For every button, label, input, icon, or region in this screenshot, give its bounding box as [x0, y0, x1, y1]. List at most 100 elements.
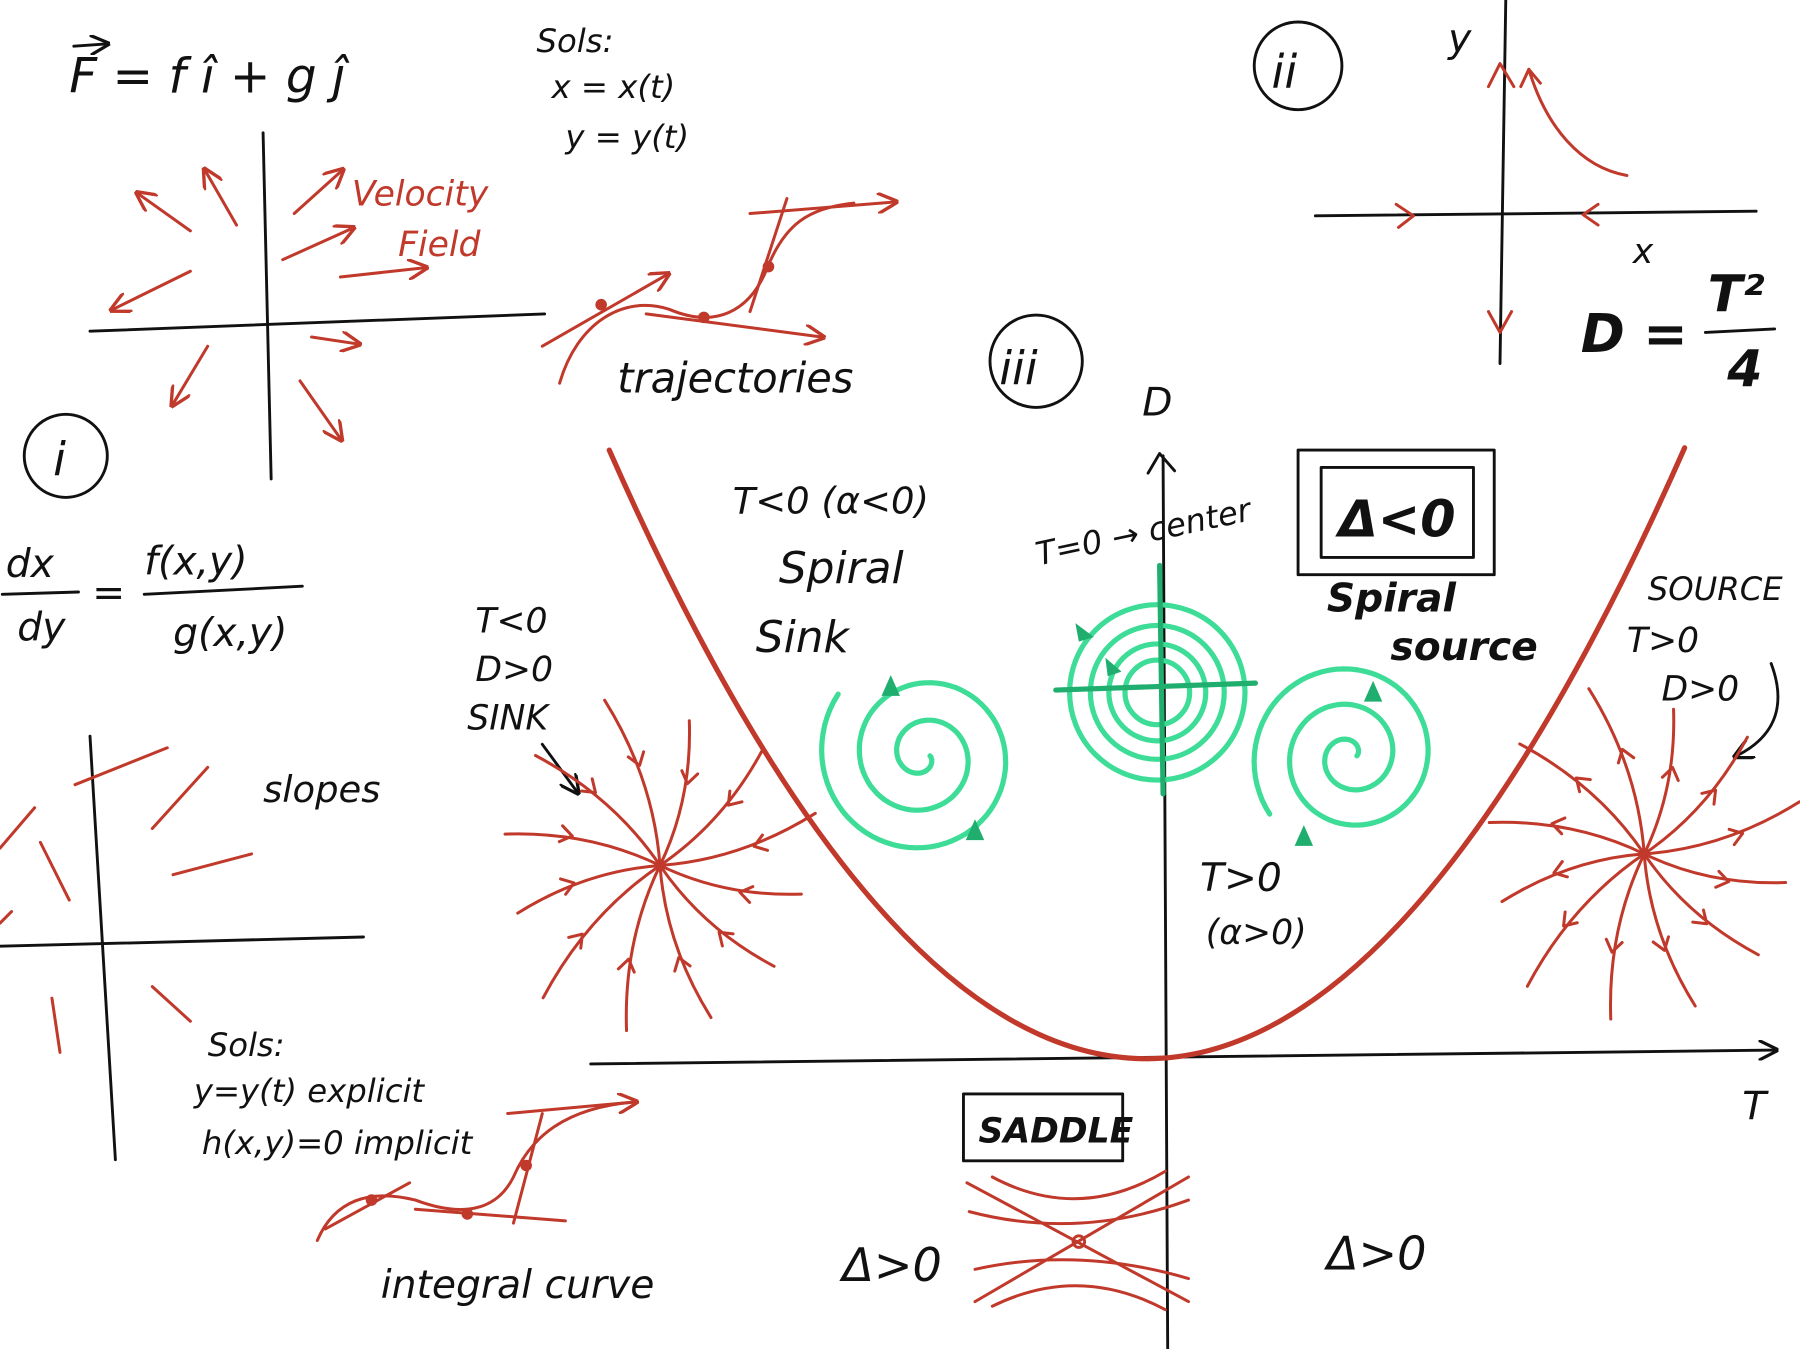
source-t-cond: T>0 — [1627, 621, 1699, 661]
integral-curve-sketch — [315, 1102, 634, 1242]
velocity-field-sketch — [88, 131, 547, 481]
spiral-direction-arrow-icon — [1363, 680, 1383, 702]
sol-y: y = y(t) — [564, 118, 689, 156]
marker-circle-i — [22, 412, 109, 499]
velocity-arrows — [113, 171, 425, 439]
field-equation: F = f î + g ĵ — [69, 48, 350, 104]
section-ii-sketch — [1313, 0, 1758, 365]
velocity-arrow — [292, 171, 341, 216]
trajectory-arrow-icon — [1550, 816, 1567, 836]
parabola-eq-num: T² — [1708, 265, 1765, 324]
trajectory-arrow-icon — [557, 824, 574, 844]
fraction-bar — [142, 584, 304, 596]
velocity-arrow — [138, 194, 192, 233]
spiral-source-label-1: Spiral — [1327, 577, 1457, 622]
spiral-direction-arrow-icon — [965, 819, 985, 841]
slopes-label: slopes — [263, 768, 380, 811]
node-trajectory — [624, 863, 662, 1033]
trajectory-arrow-icon — [738, 885, 755, 904]
node-portraits — [503, 687, 1800, 1033]
slope-num-left: dx — [6, 542, 55, 587]
slope-den-right: g(x,y) — [173, 611, 287, 656]
d-axis — [1161, 454, 1170, 1349]
spiral-sink-label-1: Spiral — [779, 543, 904, 594]
trajectory-arrow-icon — [1714, 869, 1731, 889]
saddle-label: SADDLE — [978, 1111, 1133, 1151]
sols2-explicit: y=y(t) explicit — [193, 1072, 426, 1110]
slope-den-left: dy — [17, 605, 66, 650]
node-trajectory — [534, 754, 662, 867]
horizontal-axis — [88, 312, 547, 333]
sink-label: SINK — [467, 698, 550, 738]
trajectories-label: trajectories — [617, 353, 853, 402]
velocity-arrow — [338, 268, 424, 277]
sink-t-cond: T<0 — [475, 601, 547, 641]
velocity-arrow — [173, 344, 210, 404]
trajectory-arrow-icon — [1700, 788, 1718, 806]
trajectory-arrow-icon — [726, 789, 744, 807]
trajectory-arrow-icon — [752, 833, 770, 852]
spiral-source-cond-1: T>0 — [1200, 856, 1282, 901]
trajectory-arrow-icon — [1616, 747, 1636, 765]
d-axis-label: D — [1142, 380, 1172, 425]
trajectory-arrow-icon — [567, 932, 584, 950]
sols-title: Sols: — [537, 22, 614, 60]
delta-neg-box-inner — [1319, 465, 1475, 559]
node-trajectory — [1642, 707, 1676, 856]
sols2-title: Sols: — [208, 1026, 285, 1064]
spiral-direction-arrow-icon — [881, 675, 900, 696]
node-trajectory — [658, 719, 692, 867]
trajectory-arrow-icon — [1691, 908, 1709, 926]
trajectory-arrow-icon — [1651, 935, 1670, 952]
node-trajectory — [1642, 735, 1749, 856]
slope-num-right: f(x,y) — [144, 540, 247, 585]
marker-i: i — [53, 432, 66, 486]
node-trajectory — [1525, 852, 1646, 988]
node-trajectory — [1518, 742, 1646, 856]
velocity-arrow — [310, 337, 358, 344]
node-trajectory — [658, 863, 776, 968]
trajectory-arrow-icon — [673, 956, 692, 973]
delta-neg-label: Δ<0 — [1334, 490, 1455, 549]
slope-segment — [150, 985, 192, 1023]
source-label: SOURCE — [1648, 570, 1784, 608]
sink-node — [503, 698, 817, 1033]
node-trajectory — [1609, 852, 1646, 1021]
parabola-curve — [606, 445, 1688, 1062]
vector-arrow-icon — [72, 44, 106, 46]
spiral-direction-arrow-icon — [1294, 825, 1314, 846]
trajectory-arrow-icon — [1562, 910, 1579, 928]
center-label: T=0 → center — [1032, 490, 1256, 573]
node-trajectory — [658, 747, 765, 867]
source-pointer-arrow-icon — [1737, 662, 1780, 756]
node-trajectory — [1487, 820, 1646, 856]
node-trajectory — [658, 863, 803, 896]
d-axis-arrow-icon — [1146, 452, 1177, 475]
fraction-bar — [0, 590, 80, 596]
spiral-source — [1251, 666, 1431, 828]
velocity-arrow — [113, 269, 192, 309]
slope-segment — [38, 840, 71, 902]
marker-circle-ii — [1252, 20, 1344, 112]
slope-segment — [0, 910, 14, 925]
trajectory-arrow-icon — [1574, 776, 1592, 794]
velocity-arrow — [298, 379, 340, 439]
trajectory-arrow-icon — [1552, 860, 1569, 879]
slope-segment — [73, 746, 169, 787]
integral-curve-label: integral curve — [381, 1263, 655, 1308]
vertical-axis — [261, 131, 273, 481]
trajectory-arrow-icon — [559, 877, 576, 896]
slope-segment — [171, 852, 254, 877]
x-axis-label: x — [1632, 232, 1654, 272]
sol-x: x = x(t) — [551, 68, 676, 106]
node-trajectory — [1642, 800, 1800, 856]
fraction-bar — [1703, 327, 1777, 334]
node-trajectory — [503, 832, 662, 867]
velocity-arrow — [281, 229, 352, 262]
spiral-sink-label-2: Sink — [756, 612, 851, 663]
trajectory-arrow-icon — [717, 930, 735, 948]
node-trajectory — [516, 863, 662, 915]
delta-pos-right: Δ>0 — [1324, 1226, 1427, 1280]
trajectory-arrow-icon — [616, 957, 636, 974]
